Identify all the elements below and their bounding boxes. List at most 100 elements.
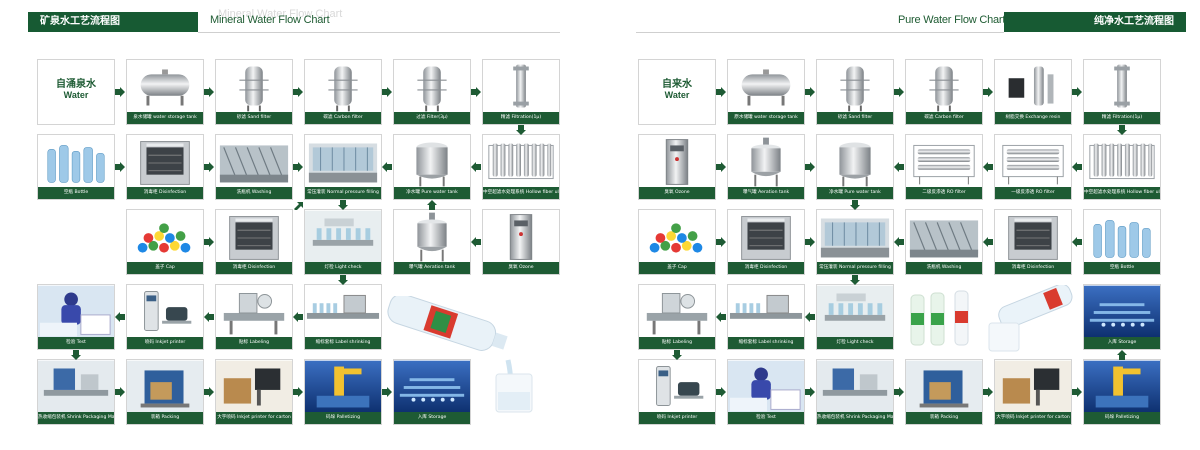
right-node-light-check: 灯检 Light check xyxy=(816,284,894,350)
right-arrow-pure-to-filling xyxy=(850,200,860,210)
left-node-bottle: 空瓶 Bottle xyxy=(37,134,115,200)
labeling-machine-icon xyxy=(216,285,292,339)
right-node-carbon-filter: 碳滤 Carbon filter xyxy=(905,59,983,125)
left-node-filling: 常压灌装 Normal pressure filling xyxy=(304,134,382,200)
arrow-right-icon xyxy=(983,387,993,397)
filling-machine-icon xyxy=(817,210,893,264)
left-arrow-sand-to-carbon xyxy=(293,87,303,97)
left-node-carbon-filter: 碳滤 Carbon filter xyxy=(304,59,382,125)
right-label-ultra: 中空超滤水处理系统 Hollow fiber ultra filtration … xyxy=(1084,187,1160,199)
arrow-down-icon xyxy=(850,200,860,210)
right-arrow-light-to-shrink xyxy=(805,312,815,322)
right-arrow-resin-to-filtration xyxy=(1072,87,1082,97)
left-node-carton-printer: 大字喷码 Inkjet printer for carton xyxy=(215,359,293,425)
sand-filter-icon xyxy=(216,60,292,114)
right-node-palletizing: 码垛 Palletizing xyxy=(1083,359,1161,425)
left-node-pure-tank: 净水罐 Pure water tank xyxy=(393,134,471,200)
arrow-left-icon xyxy=(983,237,993,247)
palletizing-icon xyxy=(1084,360,1160,414)
right-node-exchange-resin: 树脂交换 Exchange resin xyxy=(994,59,1072,125)
left-node-packing: 装箱 Packing xyxy=(126,359,204,425)
storage-tank-icon xyxy=(127,60,203,114)
arrow-right-icon xyxy=(1072,387,1082,397)
right-arrow-tank-to-sand xyxy=(805,87,815,97)
arrow-right-icon xyxy=(382,87,392,97)
left-label-disinfection-2: 消毒柜 Disinfection xyxy=(216,262,292,274)
right-node-ozone: 臭氧 Ozone xyxy=(638,134,716,200)
right-node-storage-tank: 原水储罐 water storage tank xyxy=(727,59,805,125)
arrow-right-icon xyxy=(204,87,214,97)
ultra-filtration-icon xyxy=(1084,135,1160,189)
caps-icon xyxy=(127,210,203,264)
filling-machine-icon xyxy=(305,135,381,189)
left-label-filter-3: 过滤 Filter(3μ) xyxy=(394,112,470,124)
fine-filter-icon xyxy=(1084,60,1160,114)
left-arrow-ozone-to-aeration xyxy=(471,237,481,247)
right-arrow-cap-to-disinfection2 xyxy=(716,237,726,247)
left-arrow-washing-to-filling xyxy=(293,162,303,172)
labeling-machine-icon xyxy=(639,285,715,339)
inkjet-printer-icon xyxy=(639,360,715,414)
exchange-resin-icon xyxy=(995,60,1071,114)
left-arrow-inkjet-to-test xyxy=(115,312,125,322)
right-label-palletizing: 码垛 Palletizing xyxy=(1084,412,1160,424)
left-label-sand-filter: 砂滤 Sand filter xyxy=(216,112,292,124)
washing-machine-icon xyxy=(906,210,982,264)
left-arrow-bottle-to-disinfection xyxy=(115,162,125,172)
right-arrow-washing-to-filling xyxy=(894,237,904,247)
left-header-bar: 矿泉水工艺流程图 xyxy=(28,12,198,32)
right-header-divider xyxy=(636,32,1004,33)
arrow-up-icon xyxy=(427,200,437,210)
arrow-left-icon xyxy=(382,162,392,172)
arrow-right-icon xyxy=(805,87,815,97)
left-arrow-aeration-to-pure xyxy=(427,200,437,210)
left-arrow-ultra-to-pure xyxy=(471,162,481,172)
left-arrow-disinfection2-to-filling xyxy=(293,200,303,210)
arrow-right-icon xyxy=(471,87,481,97)
right-label-packing: 装箱 Packing xyxy=(906,412,982,424)
right-arrow-bottle-to-disinfection xyxy=(1072,237,1082,247)
arrow-right-icon xyxy=(115,387,125,397)
left-arrow-source-to-tank xyxy=(115,87,125,97)
arrow-right-icon xyxy=(805,387,815,397)
ozone-generator-icon xyxy=(483,210,559,264)
right-node-filling: 常压灌装 Normal pressure filling xyxy=(816,209,894,275)
right-node-packing: 装箱 Packing xyxy=(905,359,983,425)
left-node-disinfection-1: 消毒柜 Disinfection xyxy=(126,134,204,200)
right-source-en: Water xyxy=(664,89,690,100)
right-node-inkjet: 喷码 Inkjet printer xyxy=(638,359,716,425)
arrow-right-icon xyxy=(115,162,125,172)
left-node-labeling: 贴标 Labeling xyxy=(215,284,293,350)
right-label-light-check: 灯检 Light check xyxy=(817,337,893,349)
right-node-test: 检验 Test xyxy=(727,359,805,425)
left-label-storage-tank: 泉水储罐 water storage tank xyxy=(127,112,203,124)
left-arrow-shrinkpack-to-packing xyxy=(115,387,125,397)
right-label-ozone: 臭氧 Ozone xyxy=(639,187,715,199)
right-node-carton-printer: 大字喷码 Inkjet printer for carton xyxy=(994,359,1072,425)
right-header-bar: 纯净水工艺流程图 xyxy=(1004,12,1186,32)
left-label-inkjet: 喷码 Inkjet printer xyxy=(127,337,203,349)
left-label-test: 检验 Test xyxy=(38,337,114,349)
right-header-cn: 纯净水工艺流程图 xyxy=(1094,16,1174,27)
disinfection-cabinet-icon xyxy=(127,135,203,189)
arrow-right-icon xyxy=(716,162,726,172)
ozone-generator-icon xyxy=(639,135,715,189)
left-bottle-pour-illustration xyxy=(387,296,533,413)
right-node-source-water: 自来水 Water xyxy=(638,59,716,125)
arrow-right-icon xyxy=(716,87,726,97)
shrink-packaging-icon xyxy=(38,360,114,414)
right-node-shrink-pack: 热收缩包装机 Shrink Packaging Machine xyxy=(816,359,894,425)
aeration-tank-icon xyxy=(394,210,470,264)
carbon-filter-icon xyxy=(305,60,381,114)
left-source-cn: 自涌泉水 xyxy=(56,78,96,90)
washing-machine-icon xyxy=(216,135,292,189)
right-arrow-disinfection2-to-filling xyxy=(805,237,815,247)
arrow-up-right-icon xyxy=(293,200,303,210)
bottles-icon xyxy=(1084,210,1160,264)
left-label-packing: 装箱 Packing xyxy=(127,412,203,424)
disinfection-cabinet-icon xyxy=(216,210,292,264)
arrow-left-icon xyxy=(115,312,125,322)
right-node-storage: 入库 Storage xyxy=(1083,284,1161,350)
arrow-left-icon xyxy=(1072,237,1082,247)
arrow-left-icon xyxy=(204,312,214,322)
